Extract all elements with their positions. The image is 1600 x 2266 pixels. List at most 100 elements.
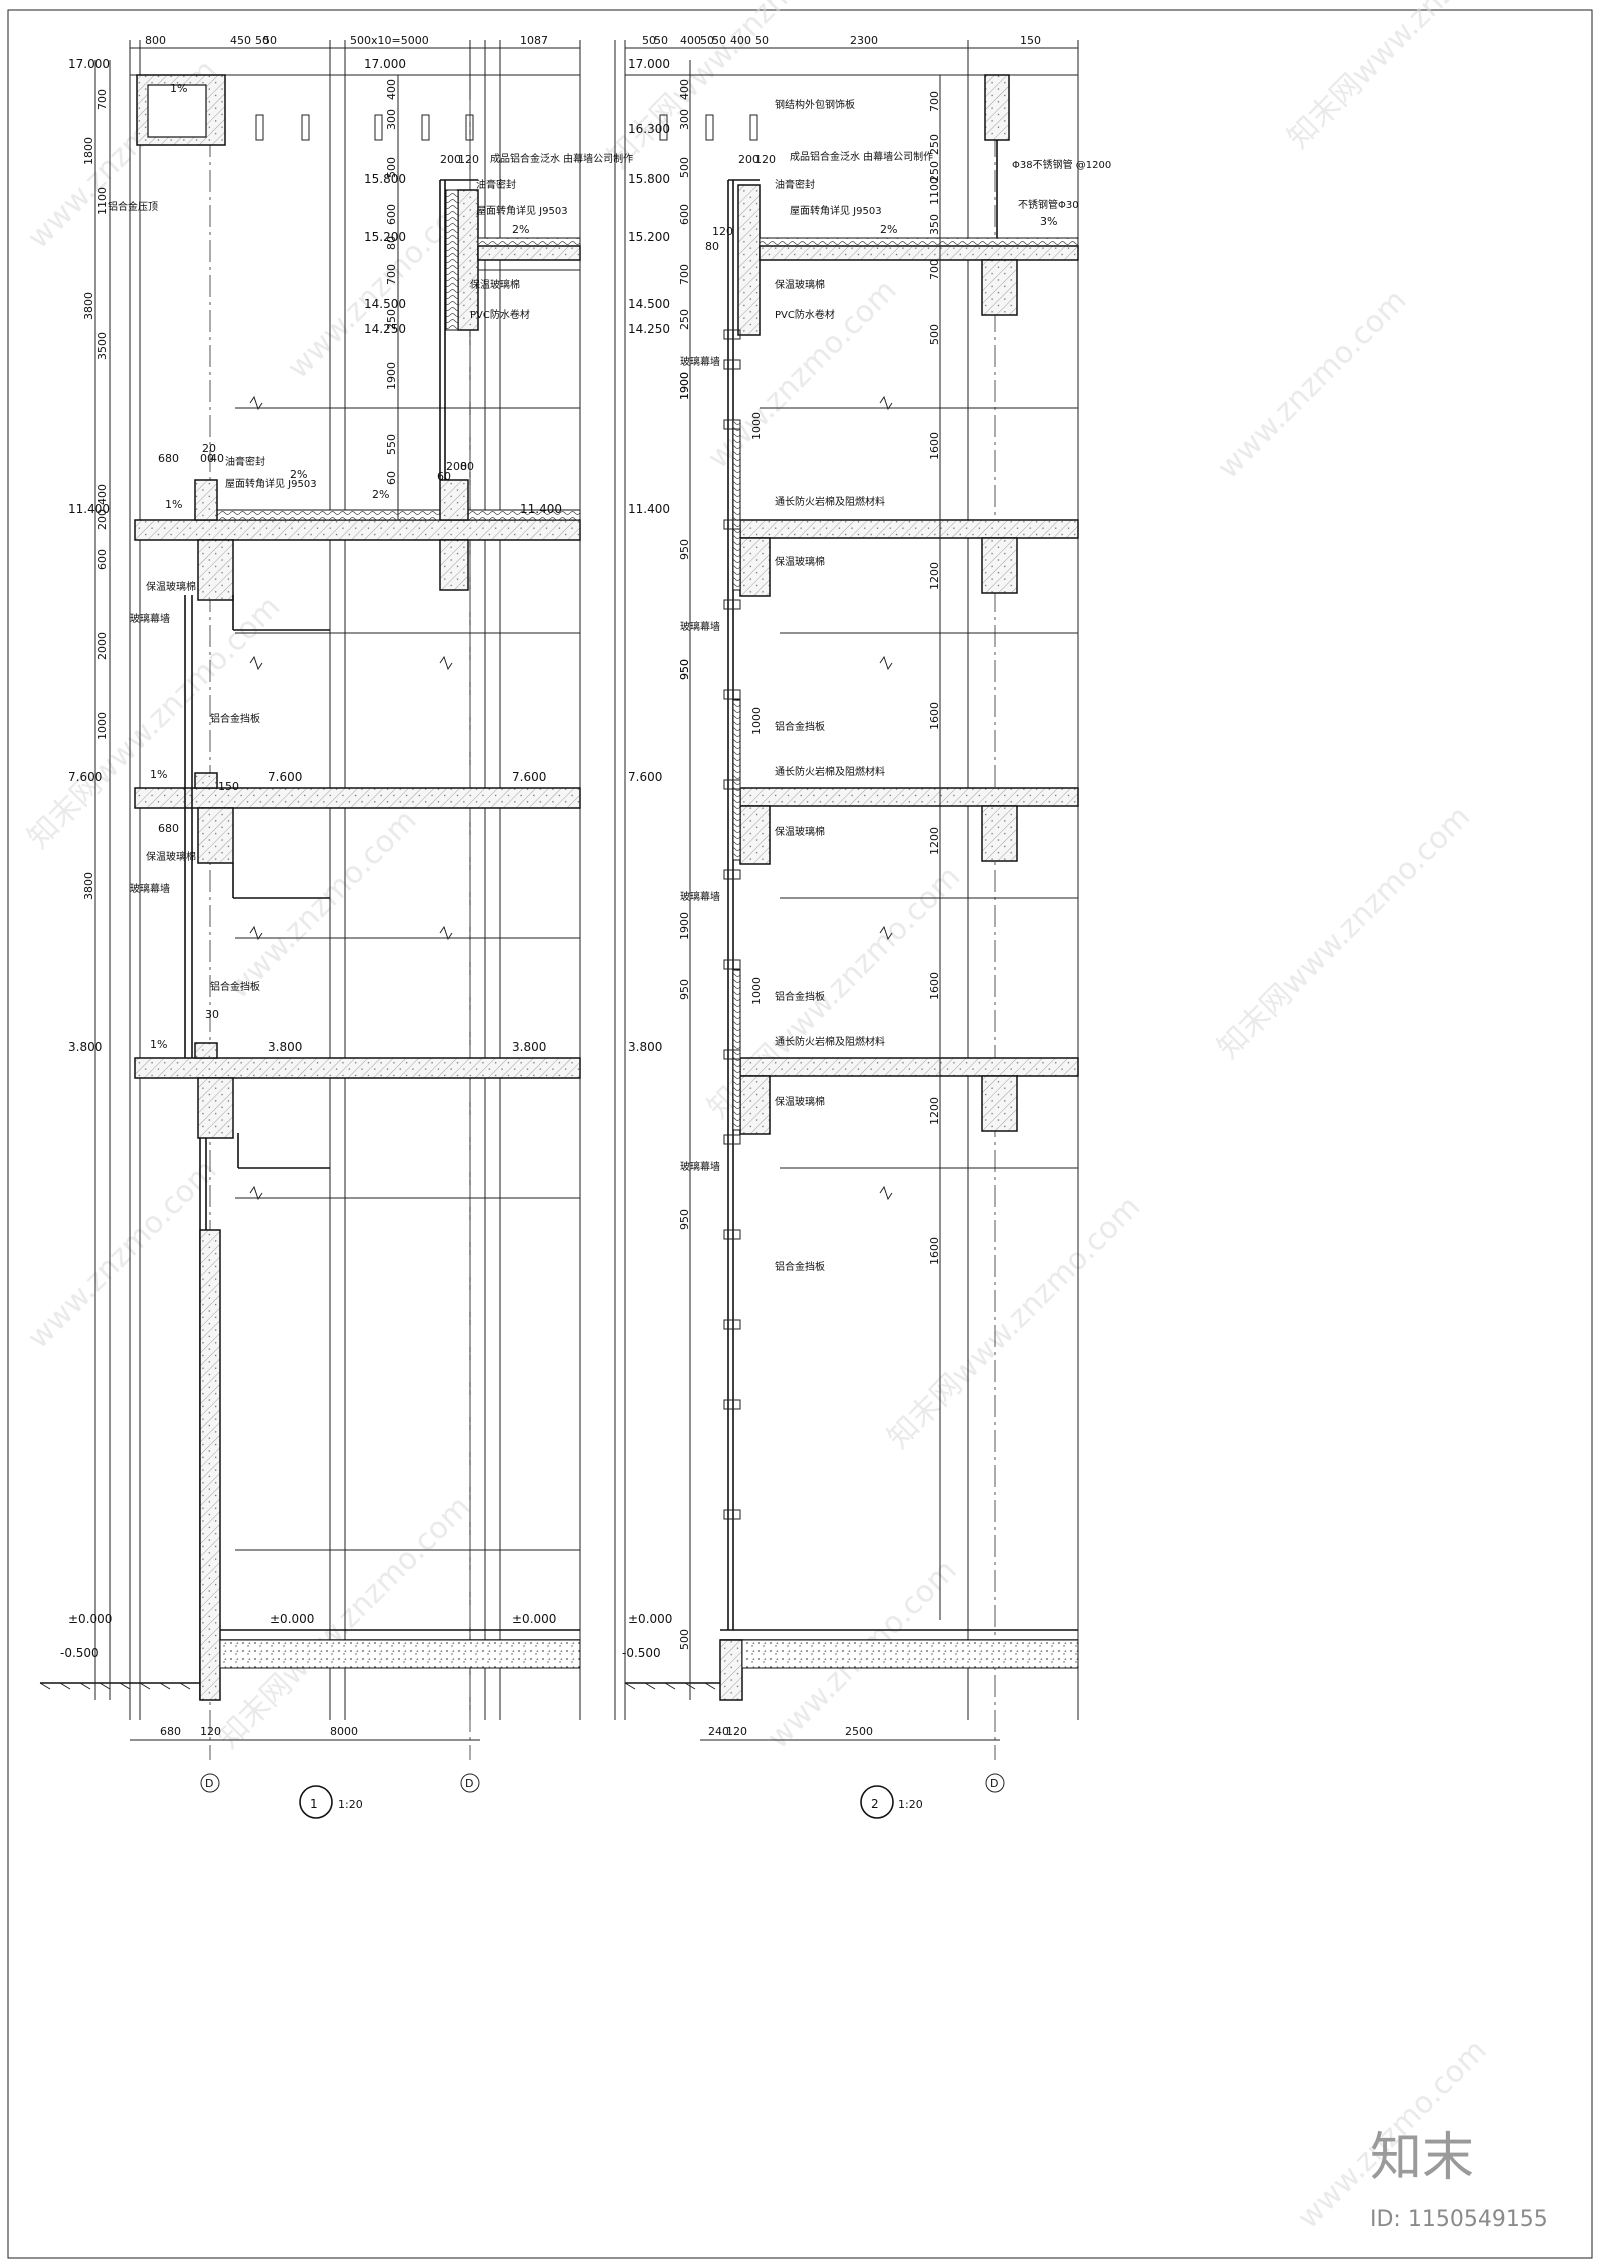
bracket — [723, 1049, 741, 1060]
s1-inner-dim: 400 — [385, 79, 398, 100]
s2-right-dim: 1100 — [928, 177, 941, 205]
bracket — [723, 519, 741, 530]
s1-small-dim: 20 — [202, 442, 216, 455]
watermark-text: 知末网www.znzmo.com — [881, 1189, 1147, 1455]
s1-inner-dim: 600 — [385, 204, 398, 225]
s2-left-dim: 1900 — [678, 912, 691, 940]
s2-right-dim: 500 — [928, 324, 941, 345]
s1-small-dim: 30 — [205, 1008, 219, 1021]
s1-small-dim: 200 — [446, 460, 467, 473]
level-7600: 7.600 — [68, 770, 102, 784]
note-panel-2: 铝合金挡板 — [210, 980, 260, 993]
s2-top-dim: 50 — [642, 34, 656, 47]
s2-note-curtain-4: 玻璃幕墙 — [680, 1160, 720, 1173]
watermark-layer: www.znzmo.com知末网www.znzmo.comwww.znzmo.c… — [21, 0, 1547, 2236]
level-3800: 3.800 — [68, 1040, 102, 1054]
s2-level-11400: 11.400 — [628, 502, 670, 516]
s2-note-panel-1: 铝合金挡板 — [775, 720, 825, 733]
s2-top-dim: 50 — [712, 34, 726, 47]
s2-small-dim: 1000 — [750, 977, 763, 1005]
watermark-text: 知末网www.znzmo.com — [601, 0, 867, 176]
s2-small-dim: 1000 — [750, 412, 763, 440]
s2-left-dim: 400 — [678, 79, 691, 100]
level-14250: 14.250 — [364, 322, 406, 336]
s2-left-dim: 500 — [678, 157, 691, 178]
level-17000: 17.000 — [68, 57, 110, 71]
note-curtain-1: 玻璃幕墙 — [130, 612, 170, 625]
s2-slope-roof-right: 3% — [1040, 215, 1057, 228]
s1-bottom-dim: 8000 — [330, 1725, 358, 1738]
s2-right-dim: 1600 — [928, 1237, 941, 1265]
s2-right-dim: 700 — [928, 259, 941, 280]
level-000-inner: ±0.000 — [512, 1612, 556, 1626]
s1-small-dim: 120 — [458, 153, 479, 166]
level-7600-inner: 7.600 — [512, 770, 546, 784]
note-panel-1: 铝合金挡板 — [210, 712, 260, 725]
s2-left-dim: 1900 — [678, 372, 691, 400]
s2-top-dim: 50 — [654, 34, 668, 47]
s2-note-insulation: 保温玻璃棉 — [775, 278, 825, 291]
s2-note-fire-2: 通长防火岩棉及阻燃材料 — [775, 765, 885, 778]
brand-logo: 知末 — [1370, 2128, 1474, 2188]
s2-right-dim: 1600 — [928, 432, 941, 460]
note-insulation-1: 保温玻璃棉 — [146, 580, 196, 593]
s2-note-curtain-2: 玻璃幕墙 — [680, 620, 720, 633]
s2-top-dim: 2300 — [850, 34, 878, 47]
s2-left-dim: 950 — [678, 979, 691, 1000]
s2-level-3800: 3.800 — [628, 1040, 662, 1054]
slope-roof-low: 2% — [290, 468, 307, 481]
level-17000-inner: 17.000 — [364, 57, 406, 71]
levels-section-2: 17.000 16.300 15.800 15.200 14.500 14.25… — [622, 57, 1057, 1660]
s1-left-dim: 1100 — [96, 187, 109, 215]
s1-left-dim: 700 — [96, 89, 109, 110]
s1-small-dim: 150 — [218, 780, 239, 793]
level-11400-inner: 11.400 — [520, 502, 562, 516]
s2-note-insulation-4: 保温玻璃棉 — [775, 1095, 825, 1108]
s2-left-dim: 600 — [678, 204, 691, 225]
slope-canopy: 1% — [165, 498, 182, 511]
s2-right-dim: 1200 — [928, 1097, 941, 1125]
bracket — [723, 419, 741, 430]
s2-level-14250: 14.250 — [628, 322, 670, 336]
s2-left-dim: 250 — [678, 309, 691, 330]
note-alu-top: 铝合金压顶 — [108, 200, 158, 213]
s2-level-15800: 15.800 — [628, 172, 670, 186]
note-insulation-3: 保温玻璃棉 — [470, 278, 520, 291]
s1-small-dim: 60 — [437, 470, 451, 483]
s2-note-insulation-2: 保温玻璃棉 — [775, 555, 825, 568]
bracket — [723, 1134, 741, 1145]
s1-left-dim: 3800 — [82, 872, 95, 900]
s2-left-dim: 1900 — [678, 372, 691, 400]
s2-level-16300: 16.300 — [628, 122, 670, 136]
level-15800: 15.800 — [364, 172, 406, 186]
level-3800-inner: 3.800 — [512, 1040, 546, 1054]
note-roof-detail: 屋面转角详见 J9503 — [225, 477, 317, 490]
watermark-text: 知末网www.znzmo.com — [1281, 0, 1547, 156]
note-insulation-2: 保温玻璃棉 — [146, 850, 196, 863]
bracket — [723, 1229, 741, 1240]
s2-level-15200: 15.200 — [628, 230, 670, 244]
s1-bottom-dim: 680 — [160, 1725, 181, 1738]
s2-level-minus-0500: -0.500 — [622, 1646, 661, 1660]
s2-note-panel-3: 铝合金挡板 — [775, 1260, 825, 1273]
s1-top-dim: 50 — [263, 34, 277, 47]
s2-small-dim: 120 — [755, 153, 776, 166]
level-000: ±0.000 — [68, 1612, 112, 1626]
watermark-text: 知末网www.znzmo.com — [1211, 799, 1477, 1065]
s1-inner-dim: 60 — [385, 471, 398, 485]
s2-top-dim: 400 — [680, 34, 701, 47]
s2-left-dim: 300 — [678, 109, 691, 130]
annotation-notes: 铝合金压顶 油膏密封 屋面转角详见 J9503 保温玻璃棉 玻璃幕墙 铝合金挡板… — [108, 98, 1111, 1273]
s1-small-dim: 40 — [210, 452, 224, 465]
s2-note-curtain-3: 玻璃幕墙 — [680, 890, 720, 903]
s1-left-dim: 3800 — [82, 292, 95, 320]
slope-canopy-2: 1% — [150, 768, 167, 781]
s1-top-dim: 1087 — [520, 34, 548, 47]
s1-small-dim: 80 — [460, 460, 474, 473]
note-sealant-2: 油膏密封 — [476, 178, 516, 191]
section-2: 2 1:20 D — [614, 40, 1079, 1819]
s2-top-dim: 50 — [755, 34, 769, 47]
s1-inner-dim: 300 — [385, 109, 398, 130]
s2-small-dim: 1000 — [750, 707, 763, 735]
